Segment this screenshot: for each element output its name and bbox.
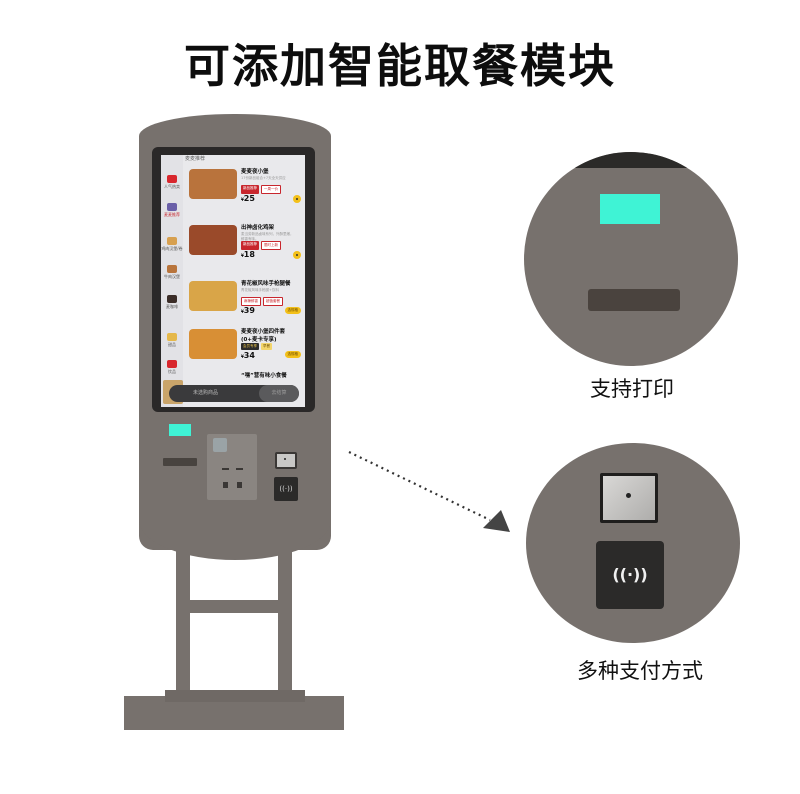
qr-scan-light bbox=[169, 424, 191, 436]
vent bbox=[222, 468, 229, 470]
select-spec-button[interactable]: 选规格 bbox=[284, 351, 301, 358]
cart-bar: 未选购商品 去结算 bbox=[169, 385, 299, 402]
stand-leg-left bbox=[176, 540, 190, 700]
food-image bbox=[189, 225, 237, 255]
nfc-reader-icon: ((·)) bbox=[274, 477, 298, 501]
menu-item[interactable]: 麦麦夜小堡 17份新品组合+7天全天供应 新品推荐一周一价 ¥25 bbox=[185, 161, 303, 221]
usb-port-icon bbox=[237, 482, 242, 488]
tag: 早餐 bbox=[261, 343, 272, 350]
feature-caption-payment: 多种支付方式 bbox=[577, 659, 703, 683]
barcode-scanner bbox=[275, 452, 297, 469]
dotted-arrow-icon bbox=[348, 451, 510, 532]
menu-item[interactable]: 麦麦夜小堡四件套(0+麦卡专享) 会员专享早餐 ¥34 选规格 bbox=[185, 321, 303, 381]
category-icon bbox=[167, 265, 177, 273]
sidebar-item[interactable]: 饮品 bbox=[161, 360, 183, 375]
category-icon bbox=[167, 360, 177, 368]
sidebar-item[interactable]: 人气热卖 bbox=[161, 175, 183, 190]
tag: 新品推荐 bbox=[241, 241, 259, 250]
stand-crossbar bbox=[190, 600, 278, 613]
receipt-printer-slot bbox=[588, 289, 680, 311]
food-image bbox=[189, 329, 237, 359]
price: ¥39 bbox=[241, 306, 255, 315]
nfc-reader-icon: ((·)) bbox=[596, 541, 664, 609]
tag: 会员专享 bbox=[241, 343, 259, 350]
sidebar-item[interactable]: 甜品 bbox=[161, 333, 183, 348]
add-button[interactable] bbox=[293, 195, 301, 203]
barcode-scanner-icon bbox=[600, 473, 658, 523]
food-image bbox=[189, 169, 237, 199]
tag: 新品推荐 bbox=[241, 185, 259, 194]
vent bbox=[236, 468, 243, 470]
feature-caption-print: 支持打印 bbox=[590, 377, 674, 401]
section-header: 麦麦推荐 bbox=[185, 156, 206, 162]
tag: 限时上新 bbox=[261, 241, 281, 250]
tag: 麻辣鲜香 bbox=[241, 297, 261, 306]
sidebar-item-active[interactable]: 麦麦推荐 bbox=[161, 203, 183, 218]
screen-edge bbox=[524, 152, 738, 168]
tag: 超值套餐 bbox=[263, 297, 283, 306]
stand-base-plate bbox=[165, 690, 305, 702]
menu-item[interactable]: 青花椒风味手枪腿餐 青花椒风味手枪腿+饮料 麻辣鲜香超值套餐 ¥39 选规格 bbox=[185, 273, 303, 333]
price: ¥25 bbox=[241, 194, 255, 203]
sidebar-item[interactable]: 鸡肉汉堡/卷 bbox=[161, 237, 183, 252]
price: ¥34 bbox=[241, 351, 255, 360]
printer-module-closeup bbox=[524, 152, 738, 366]
menu-item[interactable]: 出神卤化鸡架 麦当劳新品卤味系列，外酥里嫩，鲜香有味。 新品推荐限时上新 ¥18 bbox=[185, 217, 303, 277]
usb-port-icon bbox=[223, 482, 228, 488]
pickup-module bbox=[207, 434, 257, 500]
category-icon bbox=[167, 295, 177, 303]
cart-status: 未选购商品 bbox=[193, 390, 219, 396]
food-image bbox=[189, 281, 237, 311]
add-button[interactable] bbox=[293, 251, 301, 259]
menu-item[interactable]: “嘿”营有味小食餐 bbox=[241, 373, 287, 379]
category-icon bbox=[167, 333, 177, 341]
category-icon bbox=[167, 237, 177, 245]
menu-sidebar: 人气热卖 麦麦推荐 鸡肉汉堡/卷 牛肉汉堡 麦咖啡 甜品 饮品 bbox=[161, 155, 183, 407]
page-title: 可添加智能取餐模块 bbox=[184, 39, 616, 93]
camera-icon bbox=[213, 438, 227, 452]
category-icon bbox=[167, 203, 177, 211]
stand-leg-right bbox=[278, 540, 292, 700]
sidebar-item[interactable]: 麦咖啡 bbox=[161, 295, 183, 310]
payment-module-closeup: ((·)) bbox=[526, 443, 740, 643]
sidebar-item[interactable]: 牛肉汉堡 bbox=[161, 265, 183, 280]
select-spec-button[interactable]: 选规格 bbox=[284, 307, 301, 314]
category-icon bbox=[167, 175, 177, 183]
checkout-button[interactable]: 去结算 bbox=[259, 385, 299, 402]
qr-scan-light bbox=[600, 194, 660, 224]
price: ¥18 bbox=[241, 250, 255, 259]
receipt-printer-slot bbox=[163, 458, 197, 466]
tag: 一周一价 bbox=[261, 185, 281, 194]
kiosk-body-bottom bbox=[139, 520, 331, 560]
kiosk-screen: 人气热卖 麦麦推荐 鸡肉汉堡/卷 牛肉汉堡 麦咖啡 甜品 饮品 麦麦推荐 麦麦夜… bbox=[161, 155, 305, 407]
